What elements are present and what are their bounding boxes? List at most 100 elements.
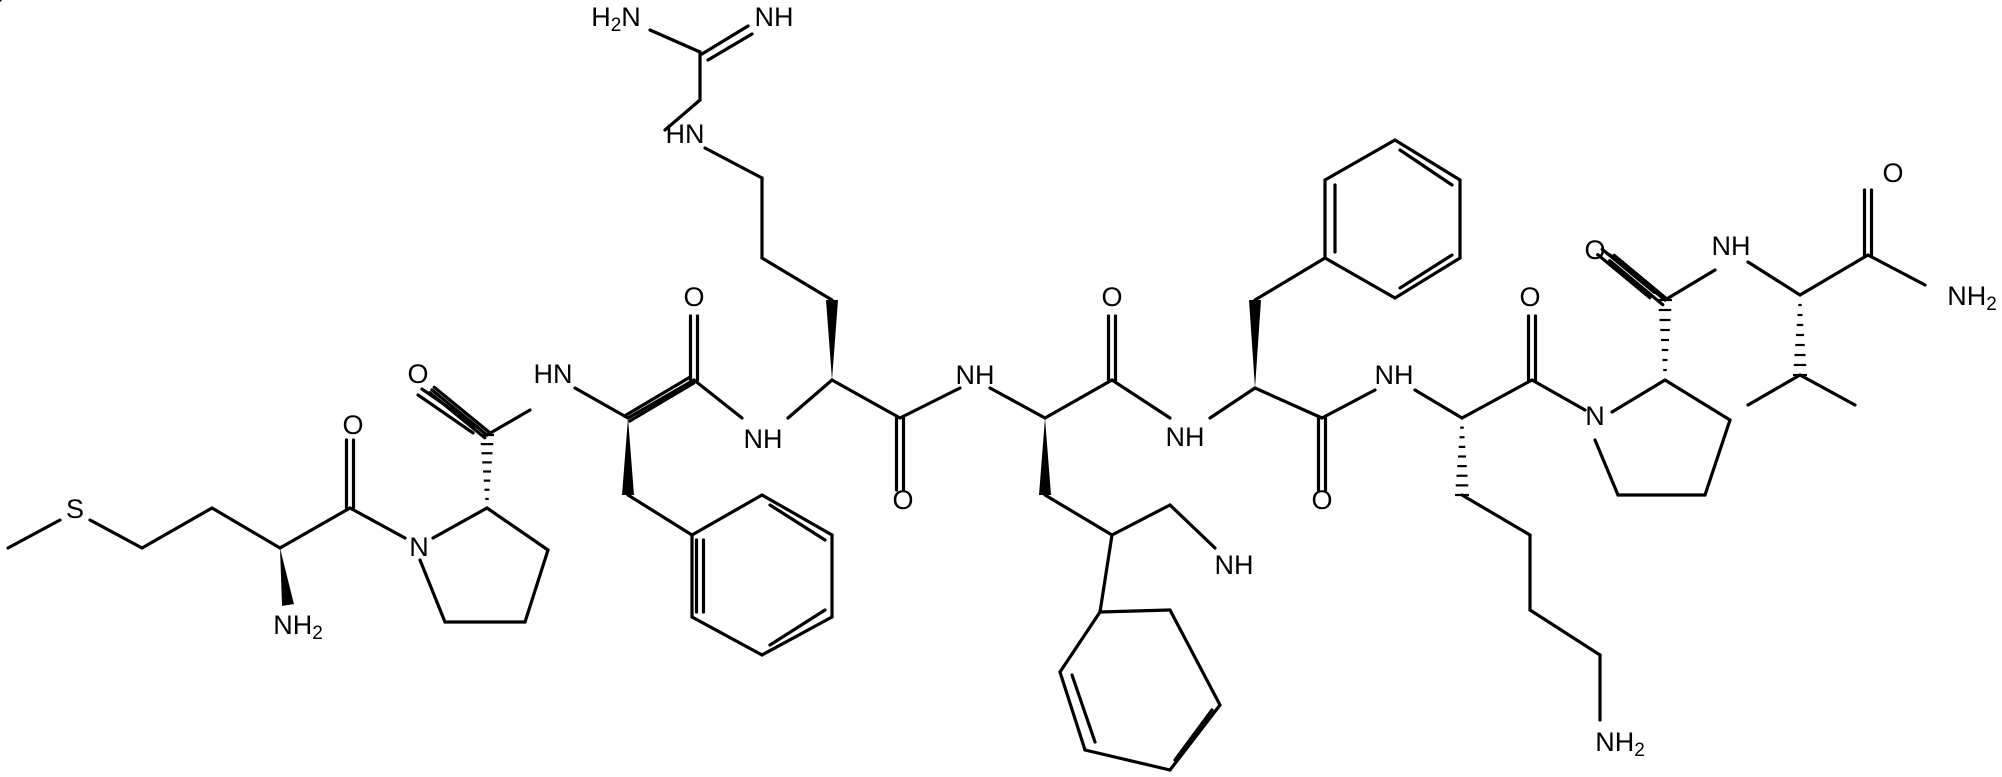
bond xyxy=(692,378,744,420)
atom-label-o-pro2: O xyxy=(1584,235,1605,265)
wedge-bond xyxy=(1249,300,1261,388)
atom-label-o-pro1: O xyxy=(407,359,428,389)
bond xyxy=(898,386,962,420)
bonds-layer xyxy=(0,0,1927,772)
bond xyxy=(140,506,214,550)
bond xyxy=(1612,253,1669,301)
bond xyxy=(690,493,764,537)
bond xyxy=(768,503,827,542)
atom-label-nh-indole: NH xyxy=(1215,550,1254,580)
bond xyxy=(706,32,754,62)
bond xyxy=(1530,378,1587,412)
bond xyxy=(703,146,764,180)
bond xyxy=(88,518,144,550)
bond xyxy=(1460,493,1532,537)
bond xyxy=(1413,388,1464,420)
bond xyxy=(1746,260,1802,297)
bond xyxy=(1663,378,1732,422)
atom-label-nh-arg: NH xyxy=(956,360,995,390)
atom-labels-layer: S NH2 O N O HN O NH HN H2N NH O NH O NH … xyxy=(66,2,1997,761)
bond xyxy=(628,381,696,423)
bond xyxy=(485,506,550,552)
atom-label-o-phe1: O xyxy=(683,282,704,312)
bond xyxy=(1098,533,1114,614)
bond xyxy=(1798,253,1870,297)
bond xyxy=(760,493,834,537)
wedge-bond xyxy=(826,300,838,380)
bond xyxy=(768,608,827,647)
atom-label-nh-guanidine: HN xyxy=(666,119,705,149)
atom-label-nh-phe1: NH xyxy=(744,424,783,454)
bond xyxy=(1168,608,1222,707)
bond xyxy=(1058,670,1087,752)
bond xyxy=(1168,503,1217,550)
bond xyxy=(1393,138,1462,182)
atom-label-o-met: O xyxy=(342,410,363,440)
bond xyxy=(1460,378,1534,420)
bond xyxy=(485,408,532,437)
bond xyxy=(416,393,475,435)
atom-label-nh-trp: NH xyxy=(1166,422,1205,452)
bond xyxy=(760,615,834,657)
bond xyxy=(1173,708,1214,762)
bond xyxy=(1398,148,1454,187)
atom-label-nh2-val: NH2 xyxy=(1947,281,1997,315)
atom-label-o-trp: O xyxy=(1101,282,1122,312)
bond xyxy=(1610,378,1667,414)
bond xyxy=(420,387,479,429)
bond xyxy=(1168,703,1222,772)
bond xyxy=(1528,608,1602,657)
bond xyxy=(1098,608,1172,614)
bond xyxy=(663,98,702,132)
bond xyxy=(1398,253,1454,290)
atom-label-o-phe2: O xyxy=(1311,485,1332,515)
bond xyxy=(1070,673,1097,744)
wedge-bond xyxy=(280,548,294,606)
bond xyxy=(1663,268,1717,302)
bond xyxy=(624,375,692,417)
bond xyxy=(278,506,352,550)
bond xyxy=(431,506,489,540)
bond xyxy=(1083,748,1172,772)
bond xyxy=(1323,256,1397,300)
bond xyxy=(1058,610,1102,674)
bond xyxy=(1393,256,1462,300)
atom-label-nh-pro1: HN xyxy=(534,359,573,389)
bond xyxy=(786,378,834,420)
bond xyxy=(1600,247,1656,294)
bond xyxy=(690,615,764,657)
bond xyxy=(1253,256,1327,302)
bond xyxy=(432,385,491,434)
bond xyxy=(626,493,694,537)
bond xyxy=(1323,138,1397,182)
bond xyxy=(1608,259,1665,307)
bond xyxy=(1043,378,1114,420)
bond xyxy=(626,378,696,420)
atom-label-o-val: O xyxy=(1882,158,1903,188)
atom-label-n-pro2: N xyxy=(1585,401,1605,431)
atom-label-h2n-guanidine: H2N xyxy=(591,2,641,36)
bond xyxy=(1208,386,1257,420)
bond xyxy=(1110,378,1172,420)
bond xyxy=(1798,373,1857,407)
bond xyxy=(1596,253,1652,300)
bond xyxy=(1593,438,1620,497)
atom-label-nh-phe2: NH xyxy=(1375,360,1414,390)
atom-label-nh-imine: NH xyxy=(755,2,794,32)
bond xyxy=(348,506,407,540)
wedge-bond xyxy=(1039,418,1051,495)
bond xyxy=(1253,386,1324,420)
atom-label-nh-pro2: NH xyxy=(1712,231,1751,261)
bond xyxy=(573,386,630,420)
bond xyxy=(1043,493,1114,537)
bond xyxy=(210,506,282,550)
bond xyxy=(700,24,750,56)
bond xyxy=(1320,388,1377,420)
wedge-bond xyxy=(622,418,634,495)
bond xyxy=(1703,418,1732,497)
atom-label-n-pro1: N xyxy=(409,532,429,562)
atom-label-o-lys: O xyxy=(1519,282,1540,312)
bond xyxy=(988,386,1047,420)
bond xyxy=(430,388,489,437)
